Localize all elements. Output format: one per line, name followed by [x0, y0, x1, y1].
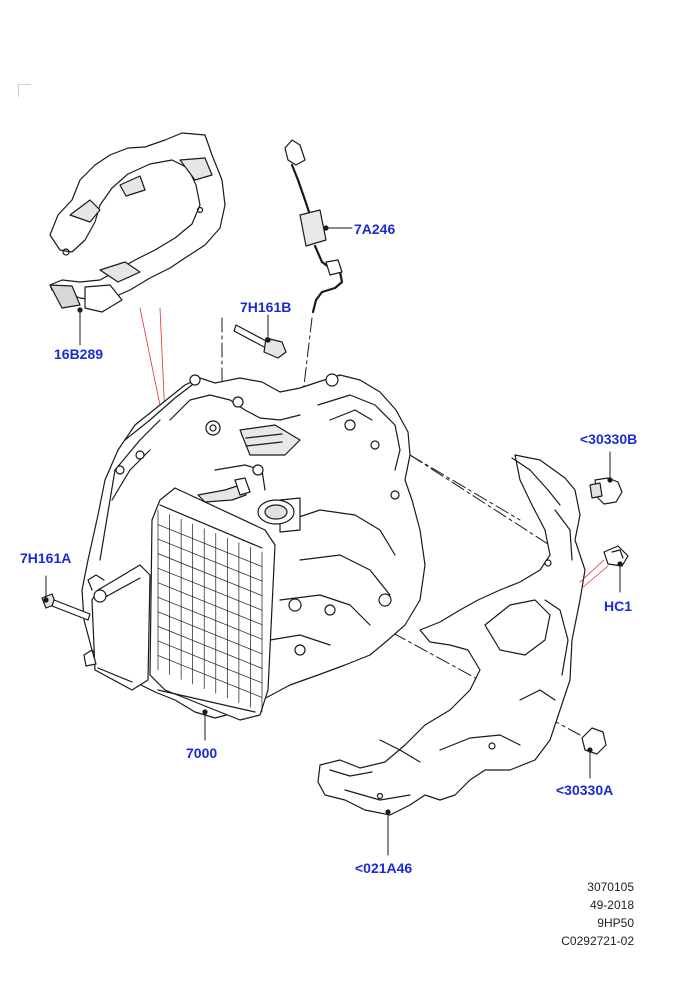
drawing-date: 49-2018	[589, 898, 634, 912]
callout-7A246: 7A246	[354, 221, 396, 237]
clip-HC1	[603, 545, 629, 567]
callout-7000: 7000	[186, 745, 218, 761]
callout-16B289: 16B289	[54, 346, 104, 362]
transmission-model: 9HP50	[597, 916, 634, 930]
red-leader-left-1	[139, 307, 163, 416]
callout-30330A: <30330A	[556, 782, 614, 798]
callout-021A46: <021A46	[355, 860, 413, 876]
heat-shield-upper	[49, 132, 226, 313]
callout-30330B: <30330B	[580, 431, 638, 447]
red-leader-left-2	[159, 307, 166, 419]
illustration-code: C0292721-02	[561, 934, 634, 948]
callout-7H161B: 7H161B	[240, 299, 292, 315]
corner-mark	[18, 84, 31, 97]
drawing-number: 3070105	[587, 880, 634, 894]
valve-body-ribs	[157, 509, 263, 713]
bolt-7H161B	[233, 324, 287, 359]
oil-cooler	[83, 564, 151, 691]
heat-shield-right	[317, 454, 586, 816]
clip-30330B	[589, 477, 623, 505]
callout-7H161A: 7H161A	[20, 550, 72, 566]
clip-30330A	[581, 727, 607, 755]
callout-HC1: HC1	[604, 598, 633, 614]
fluid-tube-7A246	[284, 139, 344, 314]
